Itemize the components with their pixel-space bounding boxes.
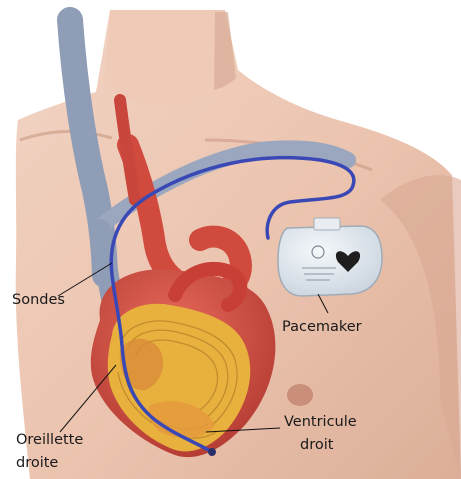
nipple bbox=[287, 384, 313, 406]
neck bbox=[104, 10, 232, 108]
lead-tip bbox=[208, 448, 216, 456]
label-pacemaker: Pacemaker bbox=[282, 319, 362, 335]
label-right-atrium-line1: Oreillette bbox=[16, 432, 83, 448]
label-right-ventricle-line1: Ventricule bbox=[284, 414, 357, 430]
label-leads: Sondes bbox=[12, 292, 65, 308]
neck-shadow bbox=[214, 12, 236, 90]
label-right-ventricle-line2: droit bbox=[300, 437, 334, 453]
pacemaker-device bbox=[278, 218, 382, 296]
label-right-atrium-line2: droite bbox=[16, 455, 58, 471]
